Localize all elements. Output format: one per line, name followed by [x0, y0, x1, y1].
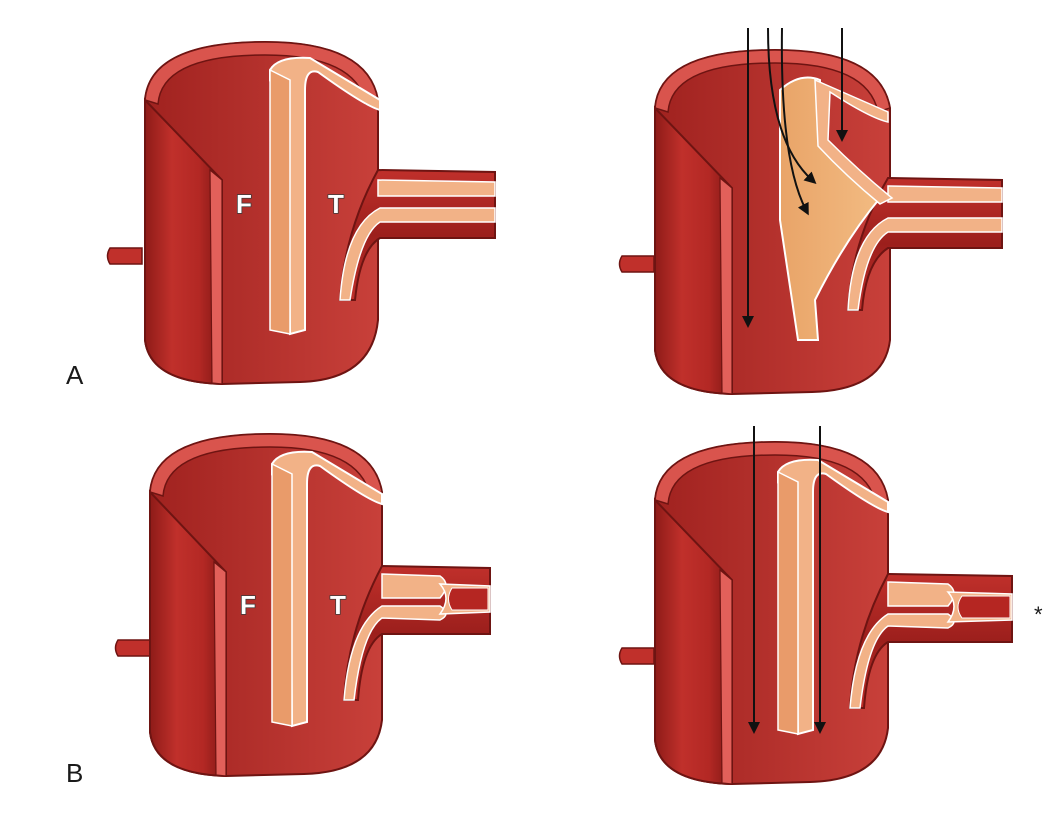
panel-a-right-flow-arrows: [742, 27, 848, 328]
arrow-down-icon: [767, 27, 817, 185]
panel-b-right-vessel: [618, 440, 1013, 786]
panel-a-left-vessel: F T: [106, 40, 496, 386]
panel-label-b: B: [66, 758, 83, 788]
false-lumen-label-a-left: F: [236, 189, 252, 219]
true-lumen-label-a-left: T: [328, 189, 344, 219]
arrow-down-icon: [780, 27, 809, 216]
panel-b-right-flow-arrows: [748, 426, 826, 734]
panel-a-right-vessel: [618, 48, 1003, 396]
panel-label-a: A: [66, 360, 84, 390]
false-lumen-label-b-left: F: [240, 590, 256, 620]
panel-b-left-vessel: F T: [114, 432, 491, 778]
true-lumen-label-b-left: T: [330, 590, 346, 620]
asterisk-marker: *: [1034, 602, 1043, 627]
